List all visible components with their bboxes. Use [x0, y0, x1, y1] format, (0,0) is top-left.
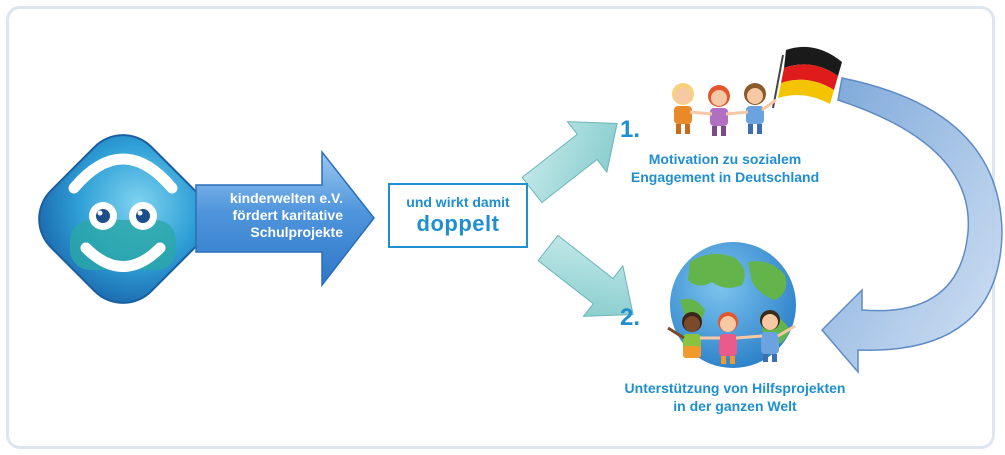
outcome1-caption: Motivation zu sozialem Engagement in Deu… [600, 150, 850, 186]
middle-box: und wirkt damit doppelt [388, 183, 528, 248]
middle-box-line2: doppelt [416, 211, 500, 236]
outcome1-caption-line2: Engagement in Deutschland [630, 169, 820, 185]
outcome2-number: 2. [620, 304, 641, 331]
curved-arrow [820, 77, 1003, 375]
arrow-label-line3: Schulprojekte [250, 224, 343, 240]
outcome2-caption-line2: in der ganzen Welt [673, 398, 797, 414]
arrow-label-line2: fördert karitative [232, 207, 343, 223]
outcome2-caption: Unterstützung von Hilfsprojekten in der … [595, 379, 875, 415]
big-arrow [195, 149, 375, 288]
teal-arrow-down [537, 234, 634, 317]
middle-box-line1: und wirkt damit [406, 194, 510, 210]
arrow-label: kinderwelten e.V. fördert karitative Sch… [203, 190, 343, 241]
globe-with-children-icon [667, 242, 796, 368]
teal-arrow-up [521, 121, 618, 204]
outcome2-caption-line1: Unterstützung von Hilfsprojekten [624, 380, 846, 396]
kinderwelten-logo-icon [38, 134, 208, 304]
children-with-flag-icon [672, 46, 842, 136]
outcome1-number: 1. [620, 116, 641, 143]
arrow-label-line1: kinderwelten e.V. [229, 190, 343, 206]
outcome1-caption-line1: Motivation zu sozialem [648, 151, 802, 167]
